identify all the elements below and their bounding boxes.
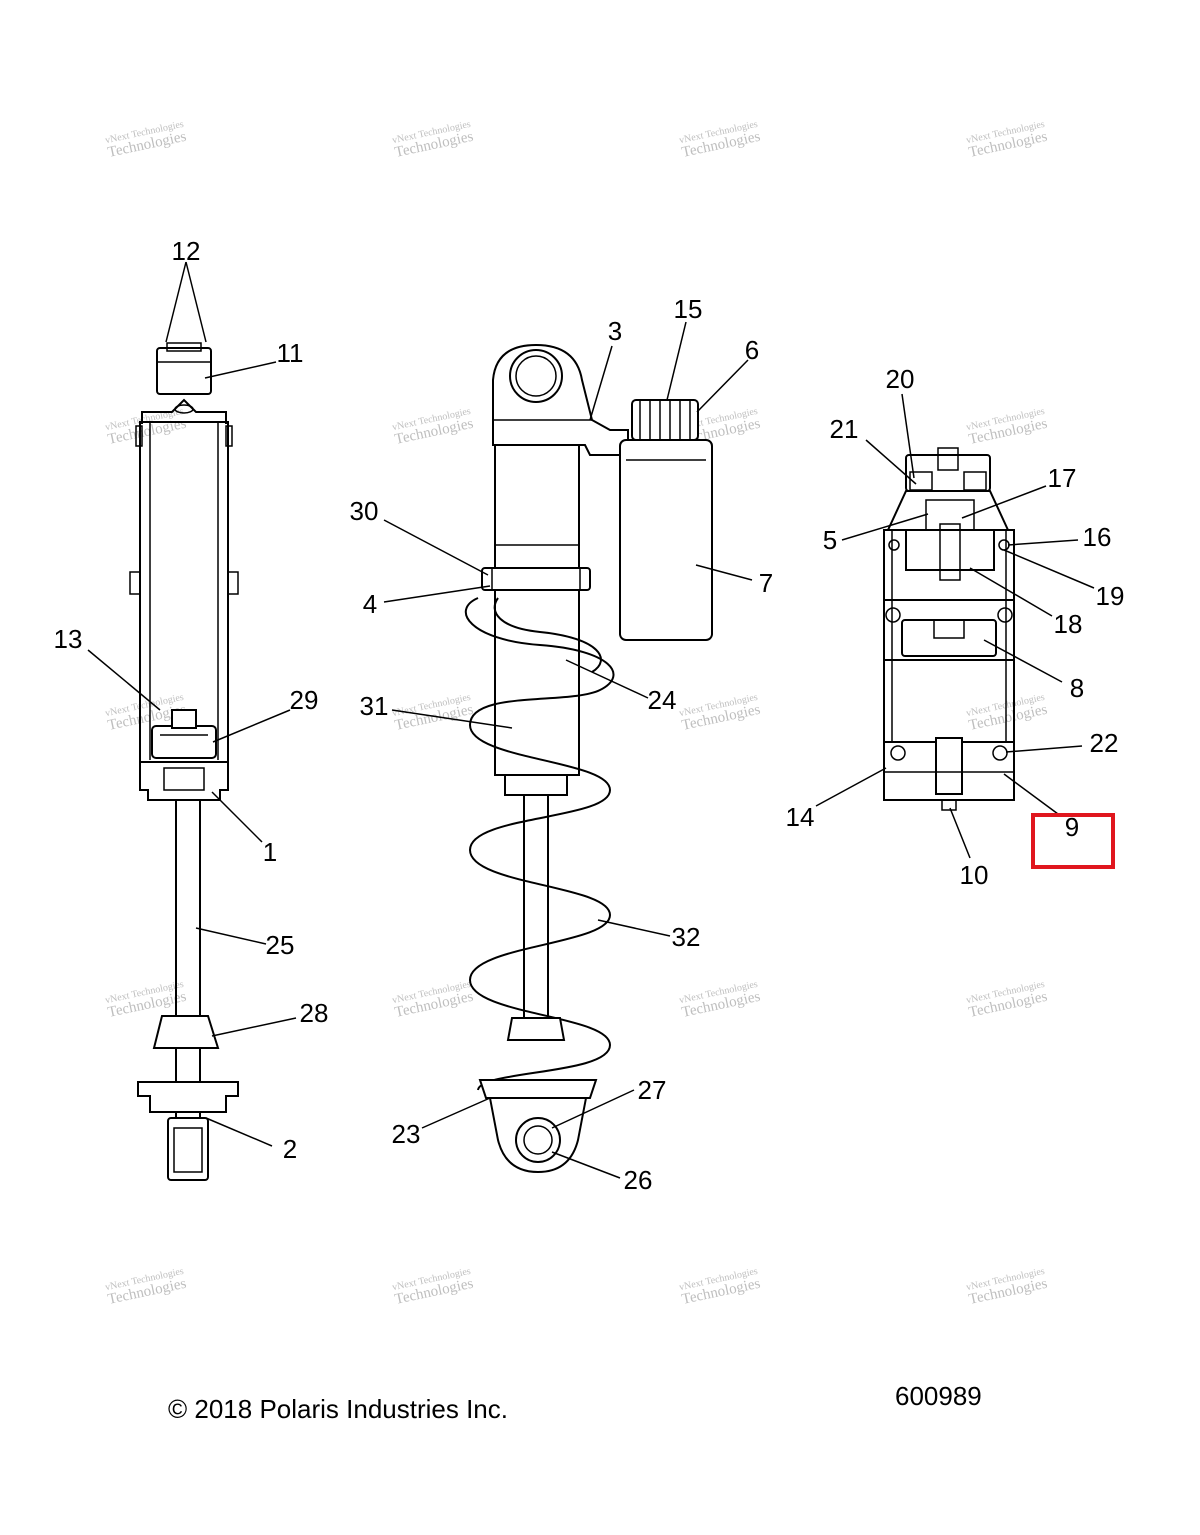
callout-30: 30 [350, 496, 379, 526]
callout-6: 6 [745, 335, 759, 365]
callout-31: 31 [360, 691, 389, 721]
callout-26: 26 [624, 1165, 653, 1195]
callout-19: 19 [1096, 581, 1125, 611]
callout-labels: 12 11 13 29 1 25 28 2 3 15 6 30 4 7 24 3… [54, 236, 1125, 1195]
callout-23: 23 [392, 1119, 421, 1149]
callout-1: 1 [263, 837, 277, 867]
callout-7: 7 [759, 568, 773, 598]
callout-21: 21 [830, 414, 859, 444]
right-reservoir-cutaway [883, 447, 1015, 811]
copyright-text: © 2018 Polaris Industries Inc. [168, 1394, 508, 1424]
callout-3: 3 [608, 316, 622, 346]
callout-25: 25 [266, 930, 295, 960]
callout-15: 15 [674, 294, 703, 324]
callout-28: 28 [300, 998, 329, 1028]
callout-8: 8 [1070, 673, 1084, 703]
callout-2: 2 [283, 1134, 297, 1164]
callout-12: 12 [172, 236, 201, 266]
callout-10: 10 [960, 860, 989, 890]
callout-24: 24 [648, 685, 677, 715]
callout-14: 14 [786, 802, 815, 832]
callout-18: 18 [1054, 609, 1083, 639]
callout-22: 22 [1090, 728, 1119, 758]
diagram-number: 600989 [895, 1381, 982, 1411]
callout-5: 5 [823, 525, 837, 555]
callout-32: 32 [672, 922, 701, 952]
leader-lines [87, 261, 1095, 1179]
callout-16: 16 [1083, 522, 1112, 552]
highlight-box [1031, 813, 1115, 869]
callout-4: 4 [363, 589, 377, 619]
left-shock-cutaway [129, 342, 239, 1181]
callout-20: 20 [886, 364, 915, 394]
callout-13: 13 [54, 624, 83, 654]
callout-29: 29 [290, 685, 319, 715]
callout-17: 17 [1048, 463, 1077, 493]
center-shock-assembly [465, 343, 713, 1174]
callout-9: 9 [1065, 812, 1079, 842]
callout-27: 27 [638, 1075, 667, 1105]
callout-11: 11 [277, 338, 304, 368]
